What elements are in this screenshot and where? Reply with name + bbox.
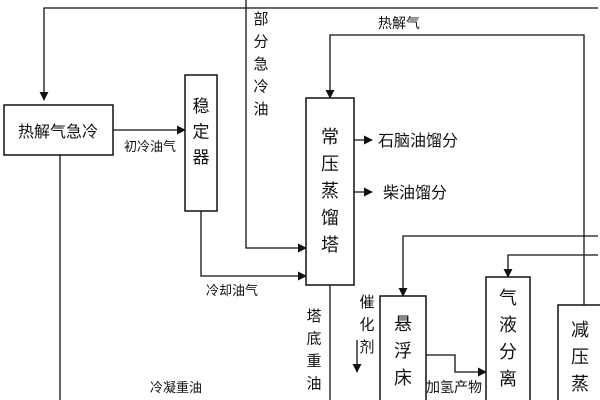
node-atmospheric-tower-label: 常压蒸馏塔 <box>321 127 339 256</box>
node-quench: 热解气急冷 <box>3 104 114 156</box>
node-stabilizer: 稳定器 <box>184 74 218 212</box>
label-catalyst: 催化剂 <box>359 293 374 356</box>
label-hydro-product: 加氢产物 <box>426 380 482 396</box>
line-feed-gas-liquid <box>503 254 598 278</box>
node-vacuum-distillation: 减压蒸 <box>557 304 600 400</box>
label-primary-cool-gas: 初冷油气 <box>124 139 176 155</box>
line-hydro-product <box>426 354 487 377</box>
line-pyrolysis-gas-to-tower <box>325 34 585 400</box>
label-top-pyrolysis-gas: 热解气 <box>378 16 420 32</box>
line-partial-quench-oil <box>245 0 307 253</box>
label-bottom-heavy-oil: 塔底重油 <box>306 307 321 393</box>
node-gas-liquid-separator-label: 气液分离 <box>499 288 517 390</box>
node-vacuum-distillation-label: 减压蒸 <box>571 320 589 395</box>
line-feed-slurry <box>398 235 598 297</box>
node-slurry-bed-label: 悬浮床 <box>394 314 412 389</box>
node-quench-label: 热解气急冷 <box>18 122 98 141</box>
node-slurry-bed: 悬浮床 <box>379 295 427 400</box>
label-diesel: 柴油馏分 <box>383 183 447 202</box>
label-condensed-heavy-oil: 冷凝重油 <box>150 380 202 396</box>
node-stabilizer-label: 稳定器 <box>193 97 210 168</box>
node-atmospheric-tower: 常压蒸馏塔 <box>305 97 355 286</box>
line-cooled-gas <box>200 211 307 281</box>
label-cooled-gas: 冷却油气 <box>206 283 258 299</box>
label-partial-quench-oil: 部分急冷油 <box>253 10 268 118</box>
node-gas-liquid-separator: 气液分离 <box>485 276 531 400</box>
line-pyrolysis-gas-top <box>39 7 598 101</box>
label-naphtha: 石脑油馏分 <box>378 131 458 150</box>
